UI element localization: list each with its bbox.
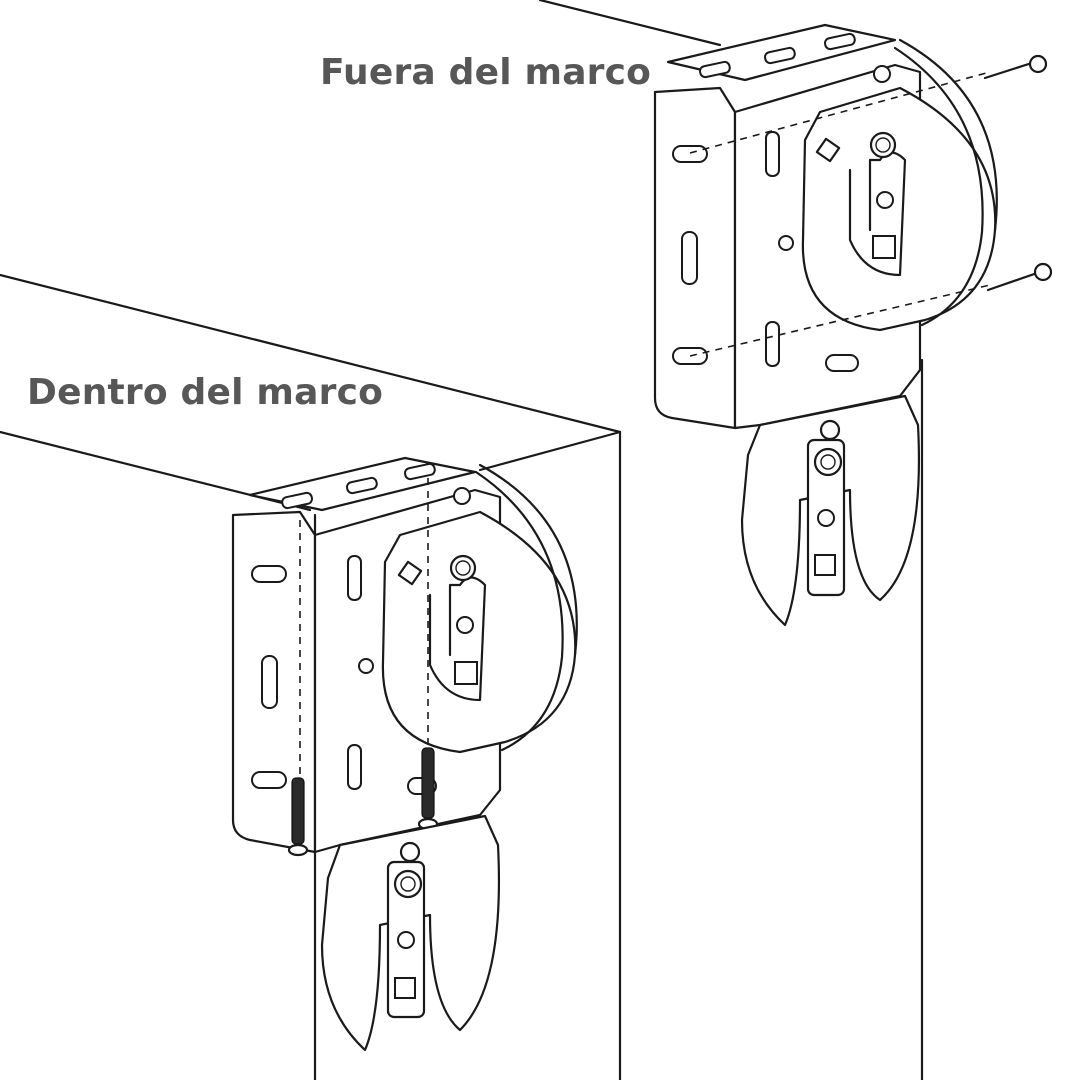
- screw-icon: [986, 262, 1053, 292]
- screw-icon: [417, 747, 439, 831]
- screw-icon: [983, 54, 1048, 80]
- label-outside-frame: Fuera del marco: [320, 52, 652, 93]
- frame-top-edge-1: [0, 273, 622, 434]
- label-inside-frame: Dentro del marco: [27, 372, 384, 413]
- bracket-lower-clip: [740, 394, 921, 627]
- wall-top-edge-outside: [538, 0, 722, 47]
- bracket-outside-frame: [653, 23, 1053, 627]
- bracket-lower-clip: [320, 814, 501, 1052]
- frame-top-right: [478, 430, 622, 472]
- bracket-inside-frame: [231, 456, 578, 1052]
- screw-icon: [287, 777, 309, 857]
